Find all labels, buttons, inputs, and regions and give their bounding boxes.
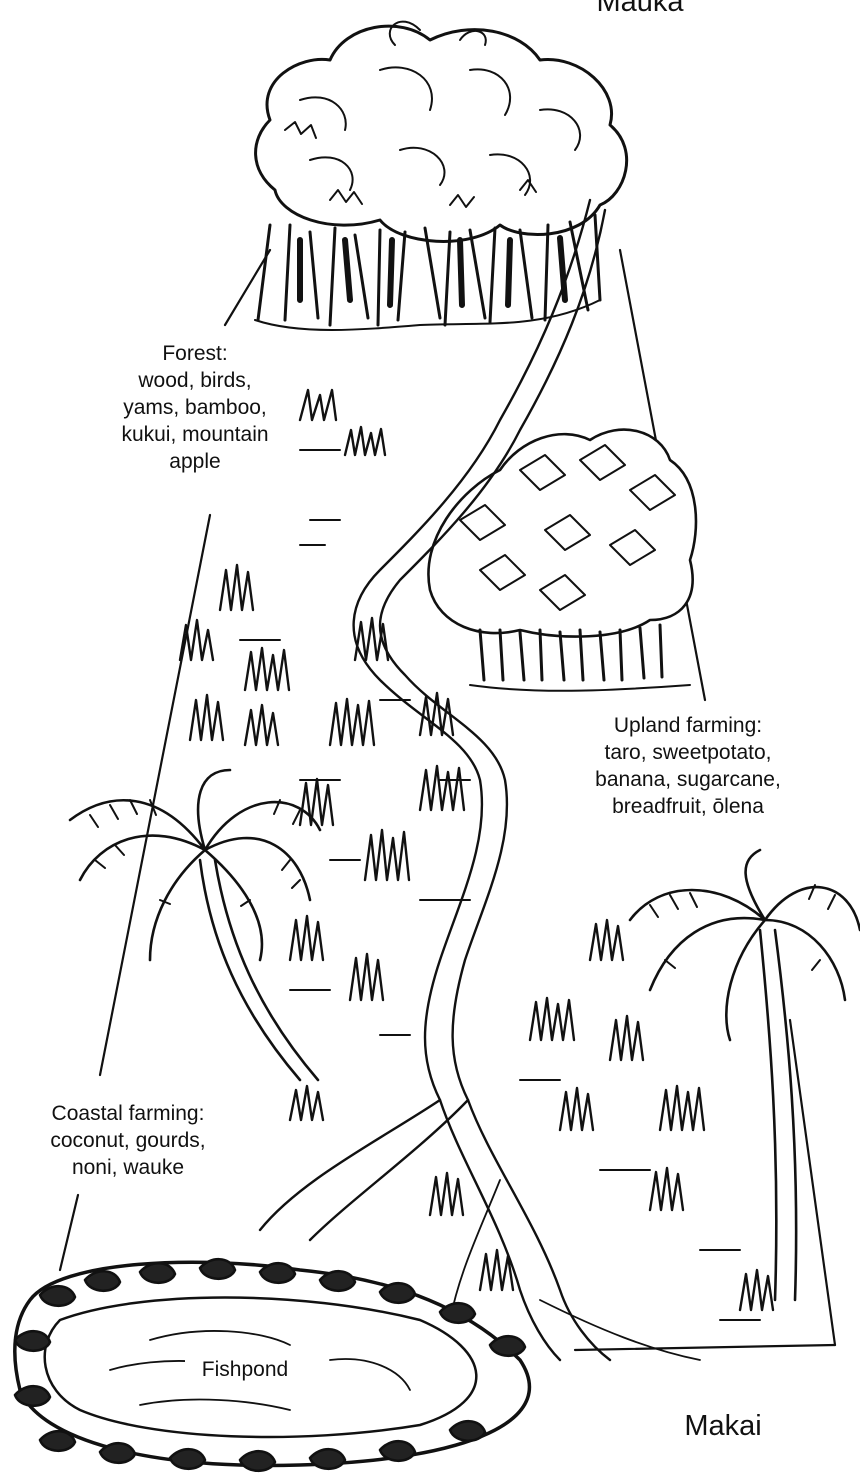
- mauka-label: Mauka: [585, 0, 695, 18]
- forest-zone-label: Forest: wood, birds, yams, bamboo, kukui…: [100, 340, 290, 475]
- taro-patch: [428, 430, 696, 691]
- forest-label-line: wood, birds,: [100, 367, 290, 394]
- makai-label: Makai: [668, 1410, 778, 1442]
- forest-canopy: [256, 22, 627, 242]
- coastal-label-line: Coastal farming:: [8, 1100, 248, 1127]
- forest-label-line: yams, bamboo,: [100, 394, 290, 421]
- coastal-zone-label: Coastal farming: coconut, gourds, noni, …: [8, 1100, 248, 1181]
- upland-label-line: banana, sugarcane,: [548, 766, 828, 793]
- forest-label-line: kukui, mountain: [100, 421, 290, 448]
- upland-label-line: taro, sweetpotato,: [548, 739, 828, 766]
- palm-tree-right: [630, 850, 860, 1300]
- coastal-label-line: noni, wauke: [8, 1154, 248, 1181]
- forest-label-line: Forest:: [100, 340, 290, 367]
- upland-label-line: Upland farming:: [548, 712, 828, 739]
- forest-label-line: apple: [100, 448, 290, 475]
- coastal-label-line: coconut, gourds,: [8, 1127, 248, 1154]
- upland-zone-label: Upland farming: taro, sweetpotato, banan…: [548, 712, 828, 820]
- fishpond-label: Fishpond: [185, 1356, 305, 1383]
- upland-label-line: breadfruit, ōlena: [548, 793, 828, 820]
